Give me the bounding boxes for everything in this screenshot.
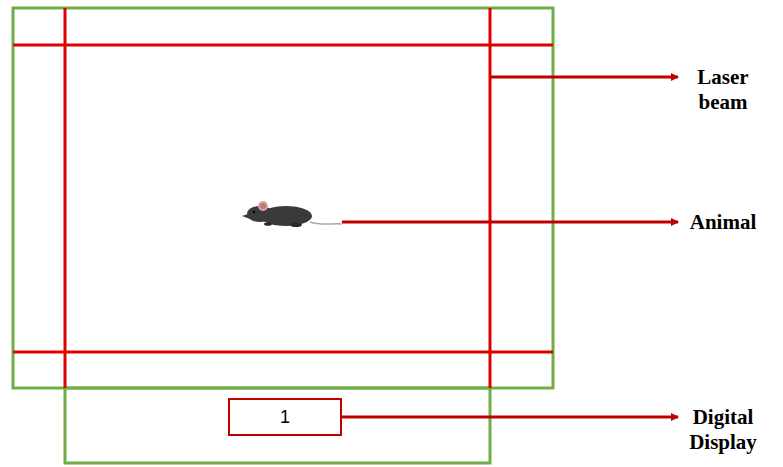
- callout-label: Digital Display: [682, 405, 764, 455]
- display-box: 1: [228, 398, 342, 436]
- callout-label: Animal: [682, 210, 764, 235]
- leader-arrow: [490, 76, 678, 79]
- display-housing: [65, 388, 490, 463]
- leader-arrow: [342, 221, 678, 224]
- laser-beam-line: [489, 8, 492, 388]
- laser-beams: [13, 8, 553, 388]
- laser-beam-line: [13, 44, 553, 47]
- mouse-illustration: [242, 201, 342, 227]
- laser-beam-line: [64, 8, 67, 388]
- leader-arrow: [342, 416, 678, 419]
- display-value: 1: [280, 407, 290, 428]
- laser-beam-line: [13, 351, 553, 354]
- leader-arrows: [342, 77, 678, 417]
- arena-box: [13, 8, 553, 388]
- callout-label: Laser beam: [682, 65, 764, 115]
